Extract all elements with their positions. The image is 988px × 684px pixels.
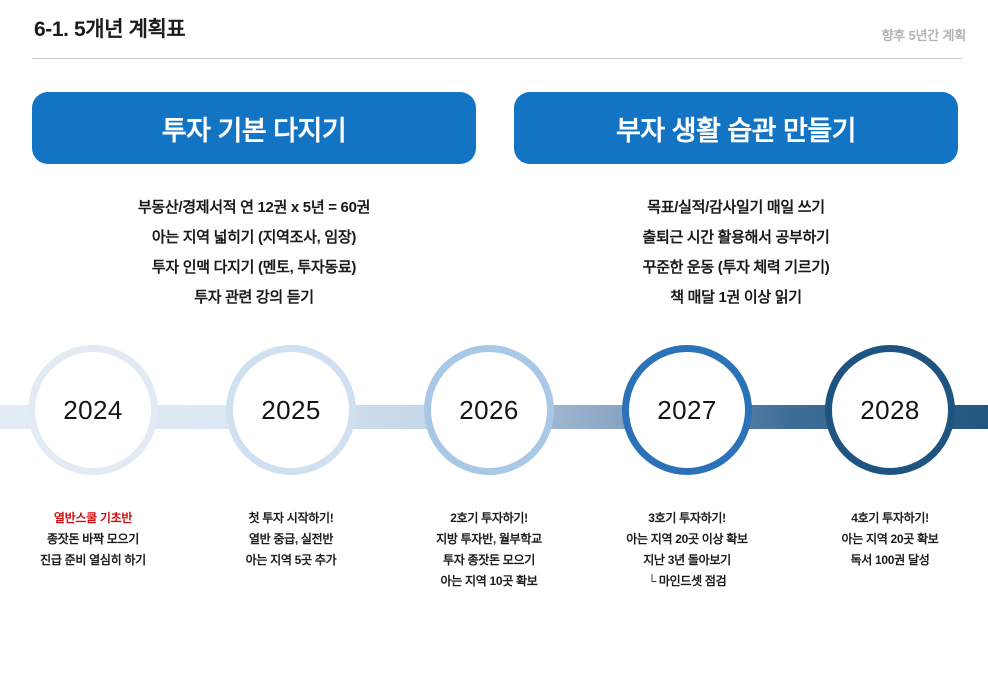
page-title: 6-1. 5개년 계획표 (34, 18, 186, 41)
timeline-year-label: 2026 (459, 394, 519, 425)
panel-label: 부자 생활 습관 만들기 (615, 115, 857, 146)
section-panel-investment-basics: 투자 기본 다지기 (32, 92, 476, 164)
page-header: 6-1. 5개년 계획표 향후 5년간 계획 (0, 0, 988, 62)
panel-label: 투자 기본 다지기 (161, 115, 347, 146)
timeline-caption-2028: 4호기 투자하기! 아는 지역 20곳 확보 독서 100권 달성 (792, 508, 988, 571)
timeline-node-2025[interactable]: 2025 (226, 345, 356, 475)
caption-line: 아는 지역 10곳 확보 (440, 574, 538, 588)
timeline-caption-2026: 2호기 투자하기! 지방 투자반, 월부학교 투자 종잣돈 모으기 아는 지역 … (391, 508, 587, 592)
goal-line: 출퇴근 시간 활용해서 공부하기 (642, 229, 830, 246)
caption-line: 지방 투자반, 월부학교 (436, 532, 542, 546)
goal-list-investment-basics: 부동산/경제서적 연 12권 x 5년 = 60권 아는 지역 넓히기 (지역조… (32, 193, 476, 313)
caption-line: 첫 투자 시작하기! (248, 511, 334, 525)
caption-line: 2호기 투자하기! (450, 511, 528, 525)
caption-line: 열반스쿨 기초반 (53, 511, 133, 525)
caption-line: 지난 3년 돌아보기 (643, 553, 731, 567)
timeline-year-label: 2027 (657, 394, 717, 425)
goal-line: 아는 지역 넓히기 (지역조사, 임장) (151, 229, 357, 246)
goal-line: 투자 인맥 다지기 (멘토, 투자동료) (151, 259, 357, 276)
header-note: 향후 5년간 계획 (881, 28, 967, 43)
timeline-node-2024[interactable]: 2024 (28, 345, 158, 475)
timeline-year-label: 2028 (860, 394, 920, 425)
timeline-node-2028[interactable]: 2028 (825, 345, 955, 475)
caption-line: 열반 중급, 실전반 (248, 532, 334, 546)
caption-line: 독서 100권 달성 (850, 553, 930, 567)
caption-line: 3호기 투자하기! (648, 511, 726, 525)
caption-line: 아는 지역 20곳 확보 (841, 532, 939, 546)
goal-line: 책 매달 1권 이상 읽기 (670, 289, 802, 306)
header-divider (32, 58, 962, 59)
timeline-node-2027[interactable]: 2027 (622, 345, 752, 475)
goal-line: 부동산/경제서적 연 12권 x 5년 = 60권 (137, 199, 371, 216)
timeline: 2024 2025 2026 2027 2028 (0, 345, 988, 490)
timeline-caption-2027: 3호기 투자하기! 아는 지역 20곳 이상 확보 지난 3년 돌아보기 └ 마… (589, 508, 785, 592)
caption-line: 아는 지역 20곳 이상 확보 (626, 532, 748, 546)
caption-line: 진급 준비 열심히 하기 (40, 553, 146, 567)
section-panel-rich-habits: 부자 생활 습관 만들기 (514, 92, 958, 164)
timeline-node-2026[interactable]: 2026 (424, 345, 554, 475)
caption-line: 4호기 투자하기! (851, 511, 929, 525)
goal-line: 목표/실적/감사일기 매일 쓰기 (647, 199, 825, 216)
timeline-year-label: 2024 (63, 394, 123, 425)
caption-line: 종잣돈 바짝 모으기 (47, 532, 139, 546)
timeline-year-label: 2025 (261, 394, 321, 425)
goal-list-rich-habits: 목표/실적/감사일기 매일 쓰기 출퇴근 시간 활용해서 공부하기 꾸준한 운동… (514, 193, 958, 313)
timeline-caption-2024: 열반스쿨 기초반 종잣돈 바짝 모으기 진급 준비 열심히 하기 (0, 508, 191, 571)
caption-line: └ 마인드셋 점검 (647, 574, 727, 588)
caption-line: 투자 종잣돈 모으기 (443, 553, 535, 567)
goal-line: 꾸준한 운동 (투자 체력 기르기) (642, 259, 830, 276)
goal-line: 투자 관련 강의 듣기 (194, 289, 314, 306)
timeline-caption-2025: 첫 투자 시작하기! 열반 중급, 실전반 아는 지역 5곳 추가 (193, 508, 389, 571)
caption-line: 아는 지역 5곳 추가 (245, 553, 337, 567)
